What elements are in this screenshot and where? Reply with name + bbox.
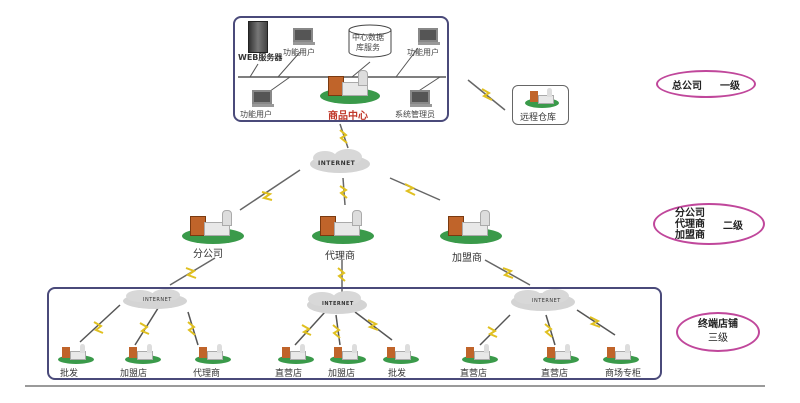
store-label: 直营店 [541,369,569,379]
level2-node-label: 加盟商 [452,253,482,264]
store-label: 加盟店 [120,369,148,379]
agent-building-icon [312,210,374,244]
link-hq-internet [339,123,349,149]
legend-tier3: 终端店铺 三级 [676,312,760,352]
link-branch-stores [169,257,216,286]
user-computer-icon [418,28,440,46]
link-franchise-stores [484,259,531,286]
store-building-icon [330,344,366,364]
internet-cloud-main [310,149,370,173]
store-label: 直营店 [460,369,488,379]
product-center-label: 商品中心 [328,107,368,122]
legend-tier2-name: 分公司 [675,207,705,219]
store-links-group-2 [294,311,393,346]
legend-tier3-name: 终端店铺 [698,319,738,330]
internet-label: INTERNET [143,297,172,303]
server-icon [248,21,268,53]
level2-node-label: 分公司 [193,249,223,260]
store-links-group-3 [479,309,616,346]
legend-tier3-level: 三级 [708,333,728,344]
store-building-icon [195,344,231,364]
terminal-stores-box [47,287,662,380]
internet-label: INTERNET [322,301,354,307]
product-center-icon [320,68,380,104]
legend-tier2-level: 二级 [723,220,743,232]
internet-cloud-group-3 [511,289,575,311]
user-label-top-left: 功能用户 [283,48,315,57]
branch-building-icon [182,210,244,244]
link-agent-stores [337,260,346,292]
store-building-icon [125,344,161,364]
internet-cloud-group-1 [123,289,187,309]
remote-warehouse-label: 远程仓库 [520,113,557,123]
legend-tier2: 分公司 代理商 加盟商 二级 [653,203,765,245]
store-building-icon [462,344,498,364]
store-label: 加盟店 [328,369,356,379]
internet-cloud-group-2 [307,291,367,314]
headquarters-box [233,16,449,122]
link-internet-agent [339,177,348,206]
store-building-icon [58,344,94,364]
user-label-top-right: 功能用户 [407,48,439,57]
store-label: 批发 [60,369,79,379]
store-label: 批发 [388,369,407,379]
internet-label: INTERNET [532,298,561,304]
database-label-line1: 中心数据 [352,33,384,42]
store-label: 代理商 [193,369,221,379]
user-computer-icon [293,28,315,46]
store-label: 直营店 [275,369,303,379]
remote-warehouse-icon [525,88,559,108]
link-internet-franchise [389,177,441,201]
admin-computer-icon [410,90,432,108]
legend-tier1-level: 一级 [720,80,740,92]
admin-label: 系统管理员 [395,110,435,119]
store-building-icon [278,344,314,364]
store-links-group-1 [79,304,199,346]
bottom-divider [25,385,765,387]
franchise-building-icon [440,210,502,244]
internet-label: INTERNET [318,160,356,167]
product-center-text: 商品中心 [328,111,368,122]
database-label: 中心数据 库服务 [352,33,384,53]
store-building-icon [383,344,419,364]
link-hq-remote [467,79,506,111]
legend-tier1-name: 总公司 [672,80,702,92]
user-label-bottom-left: 功能用户 [240,110,272,119]
database-label-line2: 库服务 [356,43,380,52]
legend-tier1: 总公司 一级 [656,70,756,98]
level2-node-label: 代理商 [325,251,355,262]
store-label: 商场专柜 [605,369,642,379]
link-internet-branch [239,169,301,211]
legend-tier2-name: 代理商 [675,218,705,230]
server-label: WEB服务器 [238,53,283,62]
database-icon [347,24,393,58]
store-building-icon [603,344,639,364]
store-building-icon [543,344,579,364]
user-computer-icon [252,90,274,108]
legend-tier2-name: 加盟商 [675,229,705,241]
